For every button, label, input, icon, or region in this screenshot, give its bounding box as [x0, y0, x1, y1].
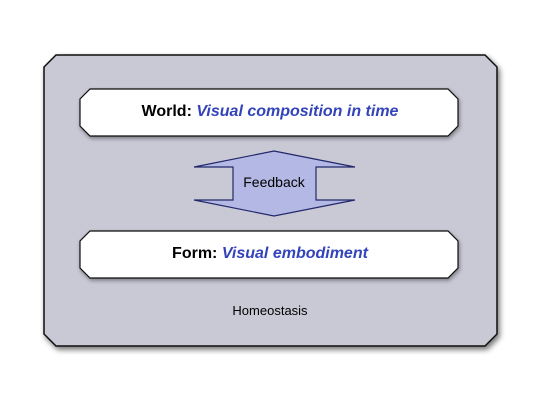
feedback-label: Feedback — [243, 174, 305, 190]
world-key: World: — [141, 103, 192, 120]
feedback-double-arrow — [193, 150, 356, 217]
form-key: Form: — [172, 245, 218, 262]
homeostasis-label: Homeostasis — [232, 303, 308, 318]
form-label: Form: Visual embodiment — [0, 245, 540, 263]
world-value: Visual composition in time — [196, 103, 399, 120]
form-box — [79, 230, 459, 279]
world-box — [79, 88, 459, 137]
form-value: Visual embodiment — [221, 245, 368, 262]
world-label: World: Visual composition in time — [0, 103, 540, 121]
